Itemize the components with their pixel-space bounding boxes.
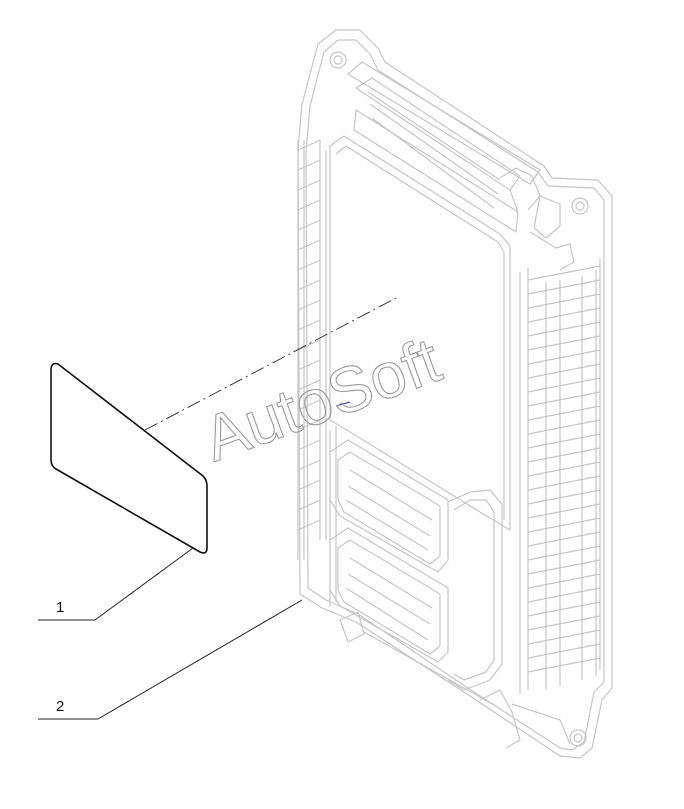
housing-panel-inner-edge — [335, 145, 505, 520]
leader-line-1 — [38, 547, 194, 621]
housing-flange-outline — [297, 29, 613, 759]
mounting-hole-top-left — [329, 51, 347, 69]
connector-shroud — [329, 426, 503, 691]
mounting-hole-bottom-right — [569, 729, 587, 747]
center-line-tick — [335, 401, 351, 407]
bottom-flange-details — [339, 611, 571, 749]
housing-recessed-panel — [329, 135, 511, 531]
top-connector-block — [347, 61, 575, 271]
callout-number-1: 1 — [56, 599, 64, 616]
mounting-hole-top-right — [571, 197, 589, 215]
right-cooling-fins — [519, 258, 601, 694]
label-sticker — [50, 362, 208, 554]
watermark-text: AutoSoft — [194, 323, 450, 475]
callout-number-2: 2 — [56, 698, 64, 715]
control-unit-housing — [297, 29, 613, 759]
left-cooling-fins — [297, 139, 327, 560]
housing-inner-outline — [305, 39, 605, 751]
connector-upper — [329, 439, 449, 573]
leader-line-2 — [38, 599, 303, 720]
connector-lower — [329, 527, 449, 663]
